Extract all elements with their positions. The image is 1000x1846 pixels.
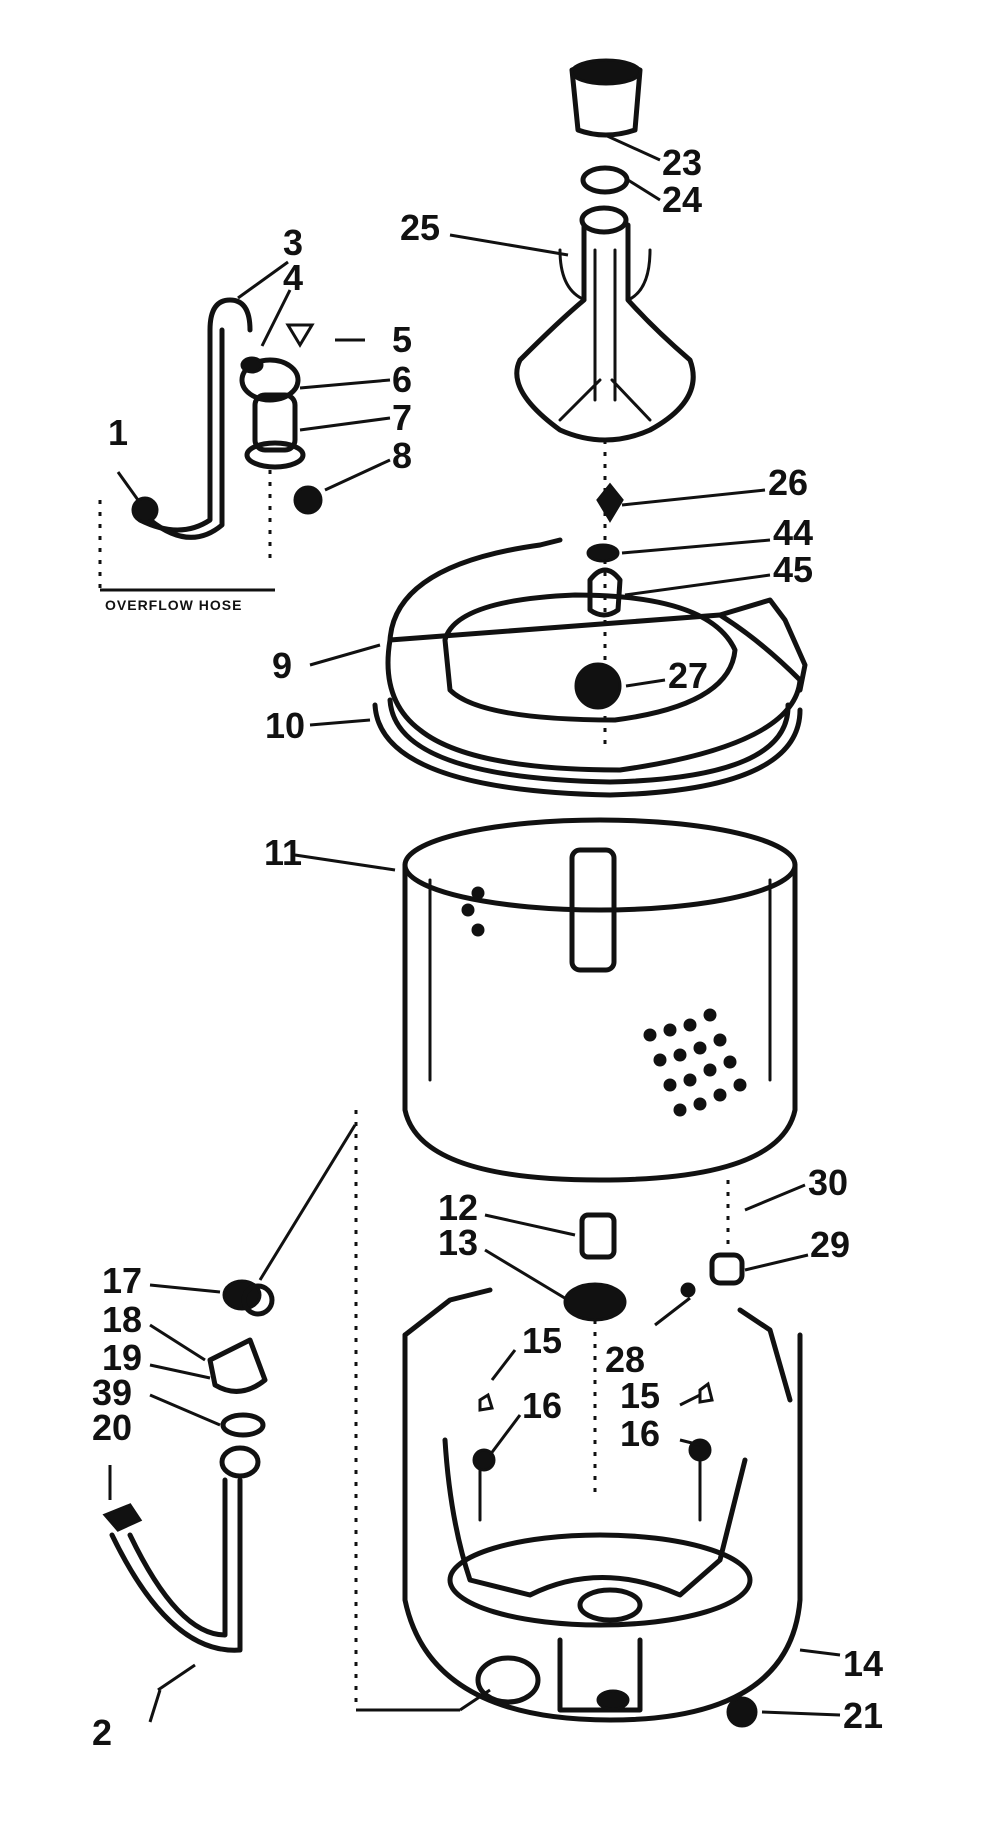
callout-25: 25 [400, 207, 440, 248]
callout-13: 13 [438, 1222, 478, 1263]
outer-tub [354, 1110, 803, 1728]
callout-39: 39 [92, 1372, 132, 1413]
callout-2: 2 [92, 1712, 112, 1753]
callout-24: 24 [662, 179, 702, 220]
callout-27: 27 [668, 655, 708, 696]
callout-19: 19 [102, 1337, 142, 1378]
callout-14: 14 [843, 1643, 883, 1684]
callout-20: 20 [92, 1407, 132, 1448]
callout-26: 26 [768, 462, 808, 503]
drain-hose-assembly [102, 1124, 357, 1653]
callout-45: 45 [773, 549, 813, 590]
callout-1: 1 [108, 412, 128, 453]
callout-16a: 16 [522, 1385, 562, 1426]
callout-15a: 15 [522, 1320, 562, 1361]
callout-7: 7 [392, 397, 412, 438]
callout-29: 29 [810, 1224, 850, 1265]
callout-12: 12 [438, 1187, 478, 1228]
spin-basket [402, 817, 798, 1183]
agitator-small-parts [586, 440, 624, 750]
callout-18: 18 [102, 1299, 142, 1340]
callout-9: 9 [272, 645, 292, 686]
callout-23: 23 [662, 142, 702, 183]
callout-21: 21 [843, 1695, 883, 1736]
callout-labels: 1 2 3 4 5 6 7 8 9 10 11 12 13 14 15 15 1… [92, 142, 883, 1753]
callout-3: 3 [283, 222, 303, 263]
callout-44: 44 [773, 512, 813, 553]
callout-11: 11 [264, 832, 302, 873]
leader-lines [108, 133, 841, 1723]
callout-8: 8 [392, 435, 412, 476]
center-parts [563, 1180, 745, 1500]
callout-10: 10 [265, 705, 305, 746]
overflow-hose-inset [98, 297, 323, 592]
callout-30: 30 [808, 1162, 848, 1203]
callout-4: 4 [283, 257, 303, 298]
seal-ring [372, 697, 803, 798]
agitator-assembly [514, 58, 696, 443]
callout-17: 17 [102, 1260, 142, 1301]
callout-15b: 15 [620, 1375, 660, 1416]
callout-28: 28 [605, 1339, 645, 1380]
callout-16b: 16 [620, 1413, 660, 1454]
callout-6: 6 [392, 359, 412, 400]
tub-ring [385, 537, 808, 773]
inset-caption: OVERFLOW HOSE [105, 597, 242, 613]
callout-5: 5 [392, 319, 412, 360]
